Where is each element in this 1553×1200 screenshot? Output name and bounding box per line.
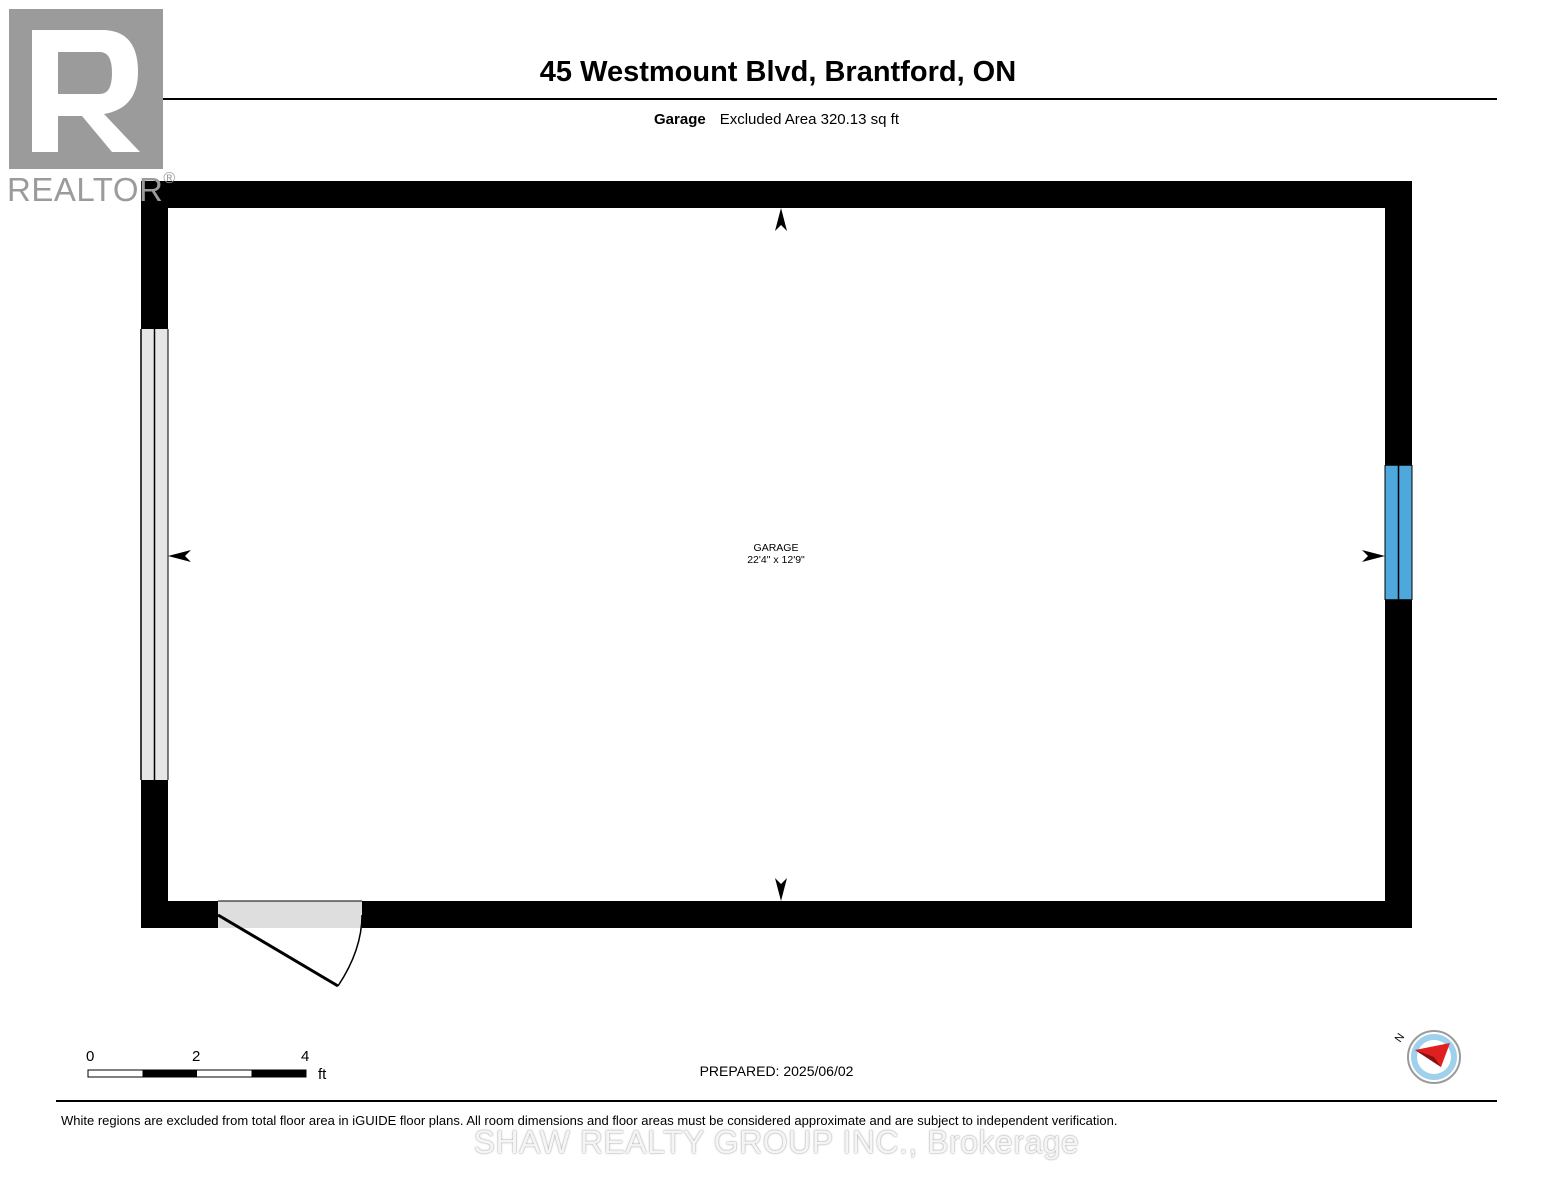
realtor-text: REALTOR xyxy=(7,171,164,208)
scale-tick-4: 4 xyxy=(301,1048,310,1065)
floor-summary: Garage Excluded Area 320.13 sq ft xyxy=(0,110,1553,130)
disclaimer: White regions are excluded from total fl… xyxy=(61,1113,1118,1128)
registered-mark: ® xyxy=(163,170,176,187)
realtor-wordmark: REALTOR® xyxy=(7,170,176,210)
garage-door-opening xyxy=(140,329,169,780)
excluded-area: Excluded Area 320.13 sq ft xyxy=(719,111,899,128)
window xyxy=(1384,464,1413,601)
dimension-arrow-left-icon xyxy=(168,550,191,562)
dimension-arrow-top-icon xyxy=(775,208,787,231)
page-title: 45 Westmount Blvd, Brantford, ON xyxy=(539,56,1017,88)
brokerage-watermark: SHAW REALTY GROUP INC., Brokerage xyxy=(473,1124,1080,1160)
compass-icon xyxy=(1407,1030,1461,1084)
entry-door xyxy=(217,900,363,988)
realtor-logo-icon xyxy=(9,9,163,169)
room-label: GARAGE 22'4" x 12'9" xyxy=(676,542,876,566)
room-dimensions: 22'4" x 12'9" xyxy=(747,554,805,566)
header-rule xyxy=(56,98,1497,100)
dimension-arrow-bottom-icon xyxy=(775,878,787,901)
scale-unit: ft xyxy=(318,1066,327,1083)
floor-name: Garage xyxy=(654,111,706,128)
garage-walls xyxy=(141,181,1412,928)
scale-tick-0: 0 xyxy=(86,1048,95,1065)
prepared-date: PREPARED: 2025/06/02 xyxy=(699,1063,854,1079)
room-name: GARAGE xyxy=(753,542,799,554)
dimension-arrow-right-icon xyxy=(1362,550,1385,562)
scale-bar xyxy=(87,1069,307,1078)
footer-rule xyxy=(56,1100,1497,1102)
scale-tick-2: 2 xyxy=(192,1048,201,1065)
